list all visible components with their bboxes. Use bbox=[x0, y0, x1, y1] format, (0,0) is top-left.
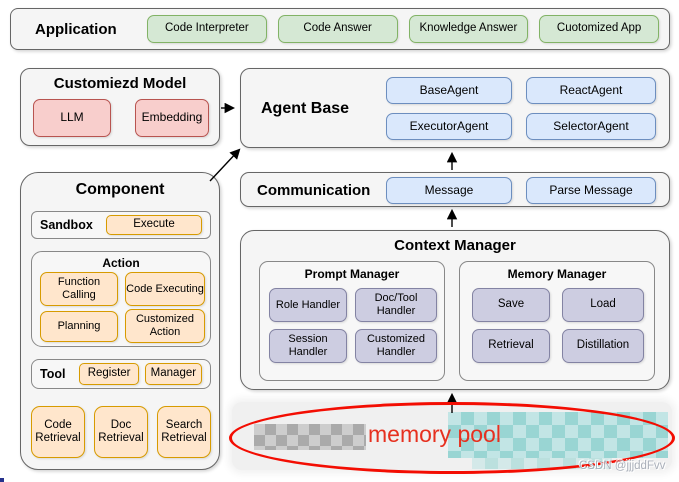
node-session-handler: Session Handler bbox=[269, 329, 347, 363]
action-group: Action Function Calling Code Executing P… bbox=[31, 251, 211, 347]
tool-label: Tool bbox=[40, 367, 66, 381]
context-manager-group: Context Manager Prompt Manager Role Hand… bbox=[240, 230, 670, 390]
node-save: Save bbox=[472, 288, 550, 322]
memory-manager-title: Memory Manager bbox=[507, 267, 607, 281]
sandbox-label: Sandbox bbox=[40, 218, 93, 232]
communication-group: Communication Message Parse Message bbox=[240, 172, 670, 207]
redacted-mosaic-teal bbox=[448, 412, 668, 458]
node-knowledge-answer: Knowledge Answer bbox=[408, 15, 529, 43]
node-doc-retrieval: Doc Retrieval bbox=[94, 406, 148, 458]
node-code-interpreter: Code Interpreter bbox=[147, 15, 267, 43]
customized-model-group: Customiezd Model LLM Embedding bbox=[20, 68, 220, 146]
communication-title: Communication bbox=[257, 182, 371, 199]
prompt-manager-group: Prompt Manager Role Handler Doc/Tool Han… bbox=[259, 261, 445, 381]
node-load: Load bbox=[562, 288, 644, 322]
retrieval-row: Code Retrieval Doc Retrieval Search Retr… bbox=[31, 406, 211, 458]
node-llm: LLM bbox=[33, 99, 111, 137]
memory-pool-label: memory pool bbox=[368, 421, 501, 447]
node-baseagent: BaseAgent bbox=[386, 77, 512, 104]
node-search-retrieval: Search Retrieval bbox=[157, 406, 211, 458]
node-parse-message: Parse Message bbox=[526, 177, 656, 204]
node-selectoragent: SelectorAgent bbox=[526, 113, 656, 140]
node-reactagent: ReactAgent bbox=[526, 77, 656, 104]
node-code-executing: Code Executing bbox=[125, 272, 205, 306]
action-title: Action bbox=[102, 256, 140, 270]
agent-base-group: Agent Base BaseAgent ReactAgent Executor… bbox=[240, 68, 670, 148]
node-doctool-handler: Doc/Tool Handler bbox=[355, 288, 437, 322]
node-customized-action: Customized Action bbox=[125, 309, 205, 343]
tool-group: Tool Register Manager bbox=[31, 359, 211, 389]
application-label: Application bbox=[35, 20, 117, 38]
node-function-calling: Function Calling bbox=[40, 272, 118, 306]
redacted-mosaic-gray bbox=[254, 424, 366, 450]
node-manager: Manager bbox=[144, 363, 202, 385]
screen-artifact-dot bbox=[0, 478, 4, 482]
node-code-retrieval: Code Retrieval bbox=[31, 406, 85, 458]
node-retrieval: Retrieval bbox=[472, 329, 550, 363]
node-execute: Execute bbox=[106, 215, 202, 235]
redacted-mosaic-teal-small bbox=[472, 458, 612, 469]
customized-model-title: Customiezd Model bbox=[53, 75, 187, 92]
context-manager-title: Context Manager bbox=[394, 237, 516, 254]
memory-pool-area: memory pool bbox=[232, 402, 672, 470]
node-executoragent: ExecutorAgent bbox=[386, 113, 512, 140]
node-register: Register bbox=[79, 363, 139, 385]
node-distillation: Distillation bbox=[562, 329, 644, 363]
node-code-answer: Code Answer bbox=[277, 15, 398, 43]
node-customized-handler: Customized Handler bbox=[355, 329, 437, 363]
watermark: CSDN @jjjddFvv bbox=[579, 460, 666, 472]
component-title: Component bbox=[75, 181, 165, 198]
node-customized-app: Cuotomized App bbox=[539, 15, 659, 43]
component-group: Component Sandbox Execute Action Functio… bbox=[20, 172, 220, 470]
memory-manager-group: Memory Manager Save Load Retrieval Disti… bbox=[459, 261, 655, 381]
application-group: Application Code Interpreter Code Answer… bbox=[10, 8, 670, 50]
node-embedding: Embedding bbox=[135, 99, 209, 137]
agent-base-title: Agent Base bbox=[261, 100, 350, 117]
sandbox-group: Sandbox Execute bbox=[31, 211, 211, 239]
node-planning: Planning bbox=[40, 311, 118, 342]
node-message: Message bbox=[386, 177, 512, 204]
node-role-handler: Role Handler bbox=[269, 288, 347, 322]
prompt-manager-title: Prompt Manager bbox=[304, 267, 400, 281]
